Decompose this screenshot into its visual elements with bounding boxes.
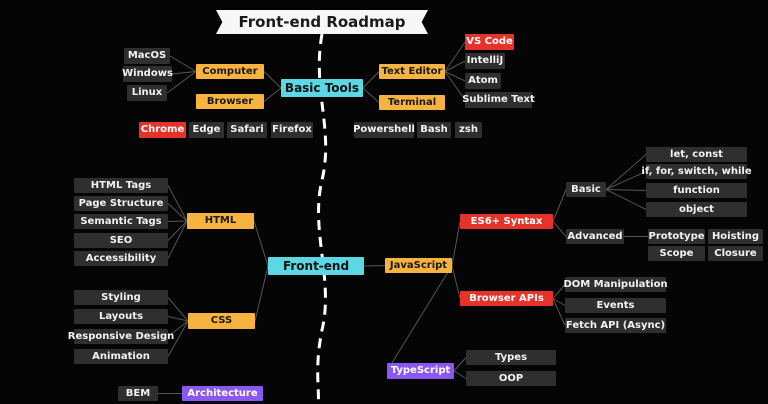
- terminal-bash: Bash: [417, 122, 451, 138]
- javascript-node: JavaScript: [385, 258, 452, 273]
- connector-html-node-html-page-structure: [167, 203, 188, 222]
- html-seo: SEO: [74, 233, 168, 248]
- basic-control-flow: if, for, switch, while: [641, 164, 752, 179]
- connector-javascript-node-es6-syntax-node: [451, 221, 461, 266]
- connector-browser-apis-node-api-events: [552, 298, 566, 306]
- connector-html-node-html-accessibility: [167, 220, 188, 259]
- css-layouts: Layouts: [74, 309, 168, 324]
- connector-frontend-node-html-node: [253, 220, 269, 267]
- basic-let-const: let, const: [646, 147, 747, 162]
- page-title: Front-end Roadmap: [216, 10, 428, 34]
- connector-es6-syntax-node-es6-basic-node: [552, 189, 567, 222]
- es6-basic-node: Basic: [566, 182, 606, 197]
- connector-javascript-node-browser-apis-node: [451, 265, 461, 299]
- adv-prototype: Prototype: [648, 229, 705, 244]
- ts-oop: OOP: [466, 371, 556, 386]
- editor-vscode: VS Code: [465, 34, 514, 50]
- html-semantic-tags: Semantic Tags: [74, 214, 168, 229]
- connector-browser-apis-node-api-fetch: [552, 298, 566, 326]
- api-fetch: Fetch API (Async): [565, 318, 666, 333]
- browser-safari: Safari: [227, 122, 267, 138]
- terminal-powershell: Powershell: [353, 122, 415, 138]
- browser-node: Browser: [196, 94, 264, 109]
- adv-closure: Closure: [708, 246, 763, 261]
- connector-html-node-html-semantic-tags: [167, 220, 188, 222]
- typescript-node: TypeScript: [387, 363, 454, 379]
- api-dom-manipulation: DOM Manipulation: [563, 277, 668, 292]
- connector-basic-tools-node-text-editor-node: [362, 71, 380, 89]
- os-windows: Windows: [122, 66, 173, 82]
- html-tags: HTML Tags: [74, 178, 168, 193]
- connector-es6-basic-node-basic-object: [605, 189, 647, 210]
- editor-sublime: Sublime Text: [462, 92, 535, 108]
- html-page-structure: Page Structure: [74, 196, 168, 211]
- css-responsive-design: Responsive Design: [68, 329, 174, 344]
- connector-es6-syntax-node-es6-advanced-node: [552, 221, 567, 237]
- connector-computer-node-os-windows: [171, 71, 197, 75]
- frontend-node: Front-end: [268, 257, 364, 275]
- adv-scope: Scope: [648, 246, 705, 261]
- connector-css-node-css-layouts: [167, 316, 189, 322]
- connector-frontend-node-css-node: [254, 265, 269, 322]
- css-animation: Animation: [74, 349, 168, 364]
- es6-advanced-node: Advanced: [566, 229, 624, 244]
- connector-javascript-node-typescript-node: [386, 265, 453, 372]
- os-macos: MacOS: [124, 48, 170, 64]
- connector-css-node-css-responsive-design: [167, 320, 189, 337]
- connector-es6-basic-node-basic-function: [605, 189, 647, 191]
- browser-chrome: Chrome: [139, 122, 186, 138]
- connector-text-editor-node-editor-atom: [444, 71, 466, 82]
- adv-hoisting: Hoisting: [708, 229, 763, 244]
- connector-basic-tools-node-computer-node: [263, 71, 282, 89]
- connector-es6-basic-node-basic-control-flow: [605, 171, 647, 190]
- architecture-node: Architecture: [182, 386, 263, 401]
- connector-typescript-node-ts-types: [453, 357, 467, 372]
- api-events: Events: [565, 298, 666, 313]
- connector-browser-apis-node-api-dom-manipulation: [552, 284, 566, 299]
- connector-typescript-node-ts-oop: [453, 370, 467, 379]
- browser-firefox: Firefox: [271, 122, 313, 138]
- connector-css-node-css-animation: [167, 320, 189, 357]
- html-accessibility: Accessibility: [74, 251, 168, 266]
- text-editor-node: Text Editor: [379, 64, 445, 79]
- connector-text-editor-node-editor-intellij: [444, 60, 466, 72]
- connector-computer-node-os-macos: [169, 55, 197, 72]
- basic-tools-node: Basic Tools: [281, 79, 363, 97]
- css-styling: Styling: [74, 290, 168, 305]
- connector-basic-tools-node-browser-node: [263, 87, 282, 102]
- connector-frontend-node-javascript-node: [363, 265, 386, 267]
- connector-text-editor-node-editor-vscode: [444, 41, 466, 72]
- terminal-zsh: zsh: [455, 122, 482, 138]
- editor-intellij: IntelliJ: [465, 53, 505, 69]
- connector-text-editor-node-editor-sublime: [444, 71, 466, 101]
- es6-syntax-node: ES6+ Syntax: [460, 214, 553, 229]
- center-dashed-path: [316, 33, 328, 404]
- computer-node: Computer: [196, 64, 264, 79]
- connector-basic-tools-node-terminal-node: [362, 87, 380, 103]
- basic-object: object: [646, 202, 747, 217]
- connector-es6-basic-node-basic-let-const: [605, 154, 647, 190]
- connector-css-node-css-styling: [167, 297, 189, 322]
- browser-apis-node: Browser APIs: [460, 291, 553, 306]
- terminal-node: Terminal: [379, 95, 445, 110]
- css-node: CSS: [188, 313, 255, 329]
- html-node: HTML: [187, 213, 254, 229]
- arch-bem: BEM: [118, 386, 158, 401]
- os-linux: Linux: [127, 85, 167, 101]
- connector-computer-node-os-linux: [166, 71, 197, 94]
- browser-edge: Edge: [189, 122, 224, 138]
- editor-atom: Atom: [465, 73, 501, 89]
- connector-html-node-html-tags: [167, 185, 188, 222]
- basic-function: function: [646, 183, 747, 198]
- connector-html-node-html-seo: [167, 220, 188, 241]
- ts-types: Types: [466, 350, 556, 365]
